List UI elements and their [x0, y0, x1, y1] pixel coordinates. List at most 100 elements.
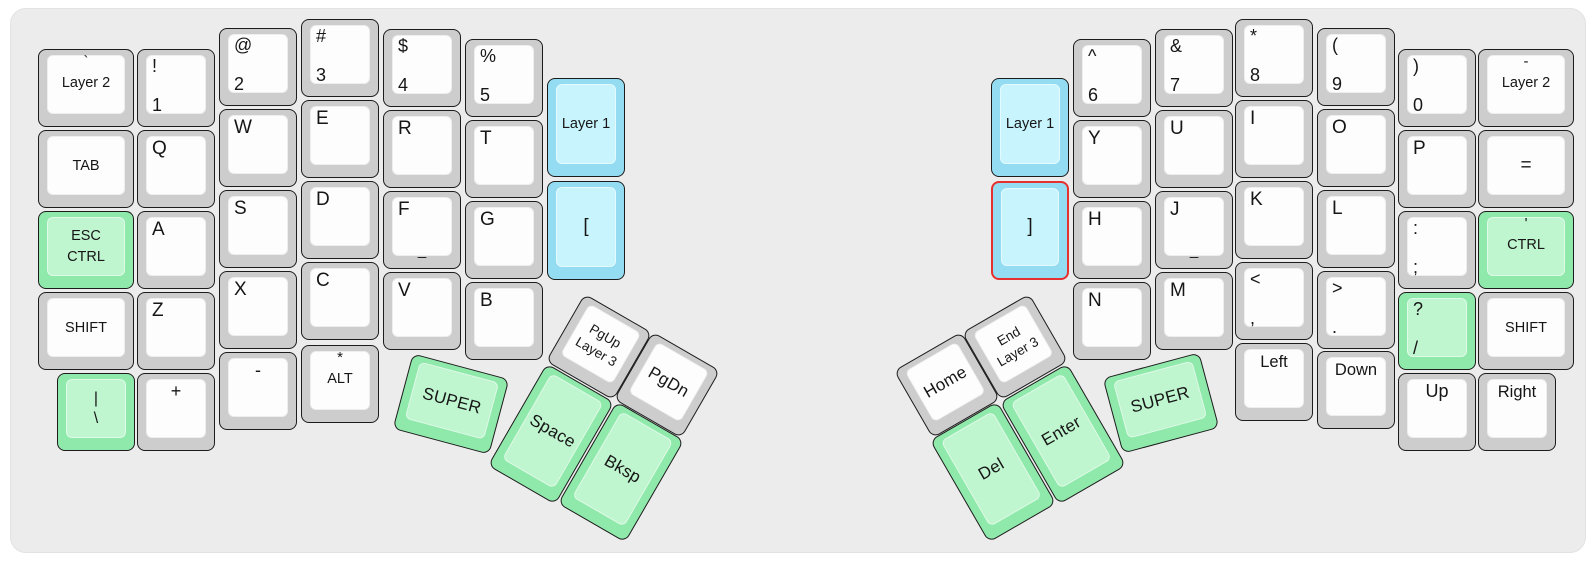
key-u[interactable]: U [1155, 110, 1233, 188]
keycap-surface [47, 136, 125, 195]
keycap-surface [404, 361, 500, 440]
key-lbracket[interactable]: [ [547, 181, 625, 280]
key-left[interactable]: Left [1235, 343, 1313, 421]
keycap-surface [1082, 126, 1142, 185]
keycap-surface [228, 358, 288, 417]
key-t[interactable]: T [465, 120, 543, 198]
keycap-surface [474, 45, 534, 104]
key-b[interactable]: B [465, 282, 543, 360]
key-layer1-left[interactable]: Layer 1 [547, 78, 625, 177]
keycap-surface [1244, 349, 1304, 408]
key-semicolon[interactable]: :; [1398, 211, 1476, 289]
keycap-surface [1244, 25, 1304, 84]
keycap-surface [1082, 207, 1142, 266]
key-8[interactable]: *8 [1235, 19, 1313, 97]
keycap-surface [1082, 45, 1142, 104]
keycap-surface [310, 187, 370, 246]
key-k[interactable]: K [1235, 181, 1313, 259]
key-d[interactable]: D [301, 181, 379, 259]
key-period[interactable]: >. [1317, 271, 1395, 349]
keycap-surface [474, 207, 534, 266]
key-f[interactable]: F_ [383, 191, 461, 269]
keycap-surface [1326, 34, 1386, 93]
key-comma[interactable]: <, [1235, 262, 1313, 340]
key-i[interactable]: I [1235, 100, 1313, 178]
key-r[interactable]: R [383, 110, 461, 188]
keycap-surface [1487, 298, 1565, 357]
keycap-surface [392, 35, 452, 94]
keycap-surface [310, 106, 370, 165]
key-l[interactable]: L [1317, 190, 1395, 268]
key-asterisk-alt[interactable]: *ALT [301, 345, 379, 423]
keycap-surface [1001, 188, 1059, 266]
key-0[interactable]: )0 [1398, 49, 1476, 127]
key-layer1-right[interactable]: Layer 1 [991, 78, 1069, 177]
key-n[interactable]: N [1073, 282, 1151, 360]
key-quote-ctrl[interactable]: 'CTRL [1478, 211, 1574, 289]
keycap-surface [228, 115, 288, 174]
keycap-surface [310, 268, 370, 327]
key-shift-left[interactable]: SHIFT [38, 292, 134, 370]
key-x[interactable]: X [219, 271, 297, 349]
keycap-surface [228, 196, 288, 255]
keycap-surface [228, 34, 288, 93]
key-h[interactable]: H [1073, 201, 1151, 279]
key-g[interactable]: G [465, 201, 543, 279]
key-down[interactable]: Down [1317, 351, 1395, 429]
key-1[interactable]: !1 [137, 49, 215, 127]
key-tab[interactable]: TAB [38, 130, 134, 208]
key-6[interactable]: ^6 [1073, 39, 1151, 117]
key-plus[interactable]: + [137, 373, 215, 451]
key-9[interactable]: (9 [1317, 28, 1395, 106]
key-e[interactable]: E [301, 100, 379, 178]
keycap-surface [1326, 115, 1386, 174]
key-a[interactable]: A [137, 211, 215, 289]
key-7[interactable]: &7 [1155, 29, 1233, 107]
keycap-surface [228, 277, 288, 336]
key-5[interactable]: %5 [465, 39, 543, 117]
keycap-surface [146, 217, 206, 276]
keycap-surface [47, 55, 125, 114]
keycap-surface [47, 217, 125, 276]
key-p[interactable]: P [1398, 130, 1476, 208]
keycap-surface [310, 25, 370, 84]
keycap-surface [556, 84, 616, 164]
keycap-surface [1000, 84, 1060, 164]
keycap-surface [392, 116, 452, 175]
key-v[interactable]: V [383, 272, 461, 350]
key-c[interactable]: C [301, 262, 379, 340]
key-shift-right[interactable]: SHIFT [1478, 292, 1574, 370]
key-o[interactable]: O [1317, 109, 1395, 187]
key-s[interactable]: S [219, 190, 297, 268]
key-up[interactable]: Up [1398, 373, 1476, 451]
key-3[interactable]: #3 [301, 19, 379, 97]
key-equals[interactable]: = [1478, 130, 1574, 208]
key-4[interactable]: $4 [383, 29, 461, 107]
key-minus[interactable]: - [219, 352, 297, 430]
keycap-surface [1407, 217, 1467, 276]
keycap-surface [1407, 55, 1467, 114]
keycap-surface [392, 278, 452, 337]
key-right[interactable]: Right [1478, 373, 1556, 451]
key-w[interactable]: W [219, 109, 297, 187]
key-grave-layer2[interactable]: `Layer 2 [38, 49, 134, 127]
keycap-surface [1407, 136, 1467, 195]
key-m[interactable]: M [1155, 272, 1233, 350]
key-j[interactable]: J_ [1155, 191, 1233, 269]
key-2[interactable]: @2 [219, 28, 297, 106]
key-question-slash[interactable]: ?/ [1398, 292, 1476, 370]
key-y[interactable]: Y [1073, 120, 1151, 198]
key-rbracket[interactable]: ] [991, 181, 1069, 280]
keycap-surface [1082, 288, 1142, 347]
keycap-surface [474, 288, 534, 347]
keycap-surface [1487, 379, 1547, 438]
key-pipe-backslash[interactable]: |\ [57, 373, 135, 451]
keycap-surface [1244, 268, 1304, 327]
key-minus-layer2[interactable]: -Layer 2 [1478, 49, 1574, 127]
keycap-surface [1487, 217, 1565, 276]
keycap-surface [1244, 106, 1304, 165]
key-z[interactable]: Z [137, 292, 215, 370]
key-q[interactable]: Q [137, 130, 215, 208]
